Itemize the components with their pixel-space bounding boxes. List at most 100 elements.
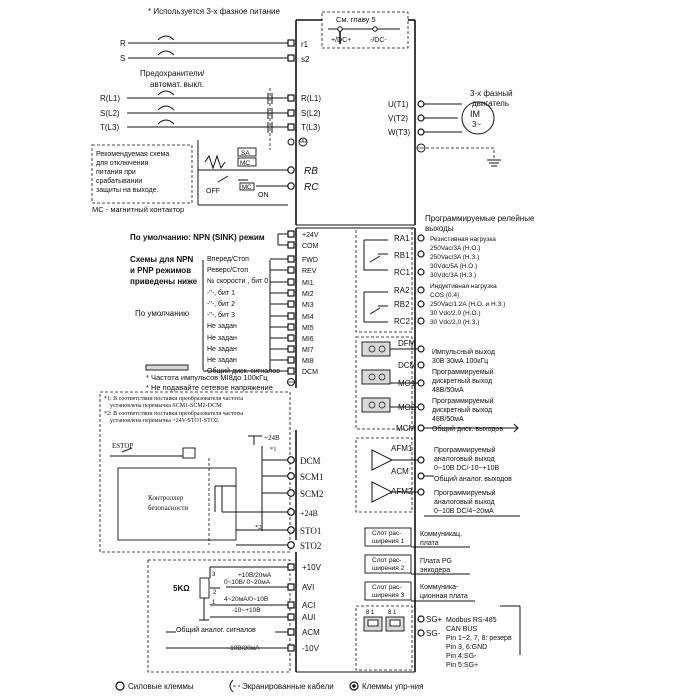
terminal-mi3: MI3 xyxy=(302,302,314,309)
dc-plus-label: +/DC+ xyxy=(331,37,351,44)
tl3-label: T(L3) xyxy=(100,123,119,132)
terminal-afm2: AFM2 xyxy=(391,487,413,496)
legend: Силовые клеммы Экранированные кабели Кле… xyxy=(115,679,423,693)
comm-line-6: Pin 5:SG+ xyxy=(446,662,478,669)
ind-load-4: 30 Vdc/2.0 (Н.О.) xyxy=(430,310,481,317)
terminal-p10v: +10V xyxy=(302,563,322,572)
relay-title-2: выходы xyxy=(425,224,454,233)
input-desc-mi8: Не задан xyxy=(207,357,237,364)
off-label: OFF xyxy=(206,188,220,195)
terminal-rc1: RC1 xyxy=(394,268,411,277)
pulse-note: * Частота импульсов MI8до 100кГц xyxy=(146,373,268,382)
terminal-avi: AVI xyxy=(302,583,314,592)
recommend-box xyxy=(91,144,193,204)
sto-term-sto2: STO2 xyxy=(300,541,321,551)
terminal-u: U(T1) xyxy=(388,100,409,109)
comm-line-2: CAN BUS xyxy=(446,626,477,633)
sto-frame xyxy=(99,391,291,553)
slot-3-box xyxy=(364,581,412,601)
fuse-label-2: автомат. выкл. xyxy=(150,80,204,89)
terminal-mcm: MCM xyxy=(396,424,415,433)
input-desc-mi1: № скорости , бит 0 xyxy=(207,277,268,285)
power-terminal-icon xyxy=(115,681,125,691)
slot-3-desc-b: ционная плата xyxy=(420,593,468,600)
no-mains-note: * Не подавайте сетевое напряжение xyxy=(146,383,273,392)
estop-label: ESTOP xyxy=(112,442,133,450)
contactor-note: MC - магнитный контактор xyxy=(92,205,184,214)
terminal-com: COM xyxy=(302,243,319,250)
terminal-r1: r1 xyxy=(301,40,309,49)
mo2-desc-2: дискретный выход xyxy=(432,406,492,414)
mo1-desc-1: Программируемый xyxy=(432,368,494,376)
res-load-3: 250Vac/3A (Н.З.) xyxy=(430,254,479,261)
slot-2-desc-b: энкодера xyxy=(420,567,450,574)
terminal-mi7: MI7 xyxy=(302,347,314,354)
terminal-rl1: R(L1) xyxy=(301,94,321,103)
terminal-mi1: MI1 xyxy=(302,280,314,287)
slot-1-label-a: Слот рас- xyxy=(372,530,401,537)
comm-line-1: Modbus RS-485 xyxy=(446,617,497,624)
input-desc-mi2: -"-, бит 1 xyxy=(207,289,235,297)
lab-avi: 0~10В/ 0~20мА xyxy=(224,579,271,586)
svg-text:MC: MC xyxy=(242,185,252,191)
ind-load-2: COS (0.4) xyxy=(430,292,459,299)
motor-title-1: 3-х фазный xyxy=(470,89,513,98)
sto-term-dcm: DCM xyxy=(300,456,321,466)
controller-label-1: Контроллер xyxy=(148,494,184,502)
terminal-ra2: RA2 xyxy=(394,286,410,295)
pot-pin-3: 3 xyxy=(212,572,216,578)
terminal-mo1: MO1 xyxy=(398,379,416,388)
res-load-2: 250Vac/3A (Н.О.) xyxy=(430,245,480,252)
default-mode: По умолчанию: NPN (SINK) режим xyxy=(130,233,265,242)
afm1-desc-3: 0~10В DC/-10~+10В xyxy=(434,465,500,472)
input-desc-mi4: -"-, бит 3 xyxy=(207,311,235,319)
recommend-line-3: питания при xyxy=(96,169,136,176)
input-desc-mi5: Не задан xyxy=(207,323,237,330)
p24b-label: +24В xyxy=(264,434,280,442)
pulse-out-1: Импульсный выход xyxy=(432,348,495,356)
sl2-label: S(L2) xyxy=(100,109,120,118)
comm-line-5: Pin 4:SG- xyxy=(446,653,477,660)
terminal-rb: RB xyxy=(304,166,318,177)
by-default-label: По умолчанию xyxy=(135,309,189,318)
npn-note-2: и PNP режимов xyxy=(130,266,191,275)
rl1-label: R(L1) xyxy=(100,94,120,103)
input-desc-rev: Реверс/Стоп xyxy=(207,267,248,274)
terminal-dcm-in: DCM xyxy=(302,369,318,376)
pot-label: 5KΩ xyxy=(173,584,190,593)
pulse-out-2: 30В 30мА 100кГц xyxy=(432,358,488,365)
afm1-desc-1: Программируемый xyxy=(434,446,496,454)
terminal-rc2: RC2 xyxy=(394,317,411,326)
afm2-desc-1: Программируемый xyxy=(434,489,496,497)
sto-term-24v: +24В xyxy=(300,509,318,518)
ind-load-1: Индуктивная нагрузка xyxy=(430,283,497,290)
motor-im: IM xyxy=(470,109,480,119)
terminal-rb1: RB1 xyxy=(394,251,410,260)
terminal-mi2: MI2 xyxy=(302,291,314,298)
sto-term-scm1: SCM1 xyxy=(300,472,324,482)
motor-phase: 3~ xyxy=(472,120,481,129)
input-desc-fwd: Вперед/Стоп xyxy=(207,256,249,263)
terminal-rc: RC xyxy=(304,182,319,193)
recommend-line-2: для отключения xyxy=(96,160,148,167)
terminal-sg-minus: SG- xyxy=(426,629,441,638)
controller-label-2: безопасности xyxy=(148,504,188,512)
ind-load-3: 250Vac/1.2A (Н.О. и Н.З.) xyxy=(430,301,505,308)
mo1-desc-3: 48В/50мА xyxy=(432,387,464,394)
slot-2-label-b: ширения 2 xyxy=(372,565,405,572)
safety-controller-box xyxy=(117,467,237,541)
analog-out-frame xyxy=(355,437,413,513)
pot-pin-2: 2 xyxy=(213,590,217,596)
terminal-tl3: T(L3) xyxy=(301,123,320,132)
npn-note-1: Схемы для NPN xyxy=(130,255,194,264)
digital-inputs-group: Вперед/Стоп FWD Реверс/Стоп REV № скорос… xyxy=(202,255,318,376)
terminal-dcm-out: DCM xyxy=(398,361,417,370)
recommend-line-4: срабатывании xyxy=(96,177,142,185)
slot-1-box xyxy=(364,527,412,547)
rj45-pins-b: 8 1 xyxy=(388,610,397,616)
lab-aui: -10~+10В xyxy=(232,607,261,614)
mcm-desc: Общий диск. выходов xyxy=(432,425,503,433)
terminal-afm1: AFM1 xyxy=(391,444,413,453)
motor-title-2: двигатель xyxy=(472,99,509,108)
